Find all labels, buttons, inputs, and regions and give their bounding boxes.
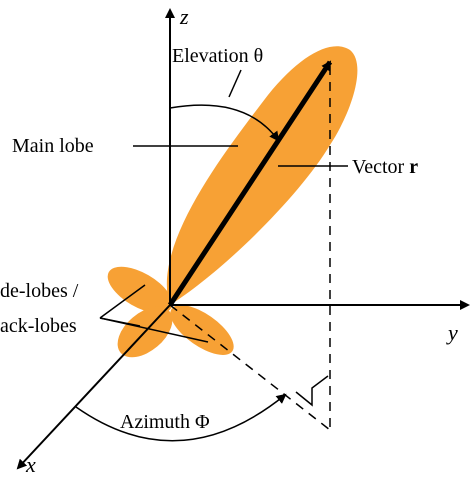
elevation-arc — [169, 104, 280, 142]
side-lobes-label-line1: de-lobes / — [0, 280, 79, 302]
vector-label-symbol: r — [409, 156, 418, 178]
right-angle-marker — [295, 375, 329, 407]
vector-label: Vector r — [352, 156, 418, 178]
axes — [16, 8, 470, 470]
azimuth-label: Azimuth Φ — [120, 411, 210, 433]
y-axis-label: y — [446, 320, 458, 345]
projection-lines — [169, 66, 331, 431]
vector-label-prefix: Vector — [352, 156, 409, 178]
elevation-leader — [228, 69, 242, 98]
side-lobes-label-line2: ack-lobes — [0, 315, 77, 337]
x-axis-label: x — [25, 452, 36, 477]
lobes — [107, 46, 358, 358]
side-lobe-leader-1 — [99, 284, 146, 319]
x-axis — [16, 304, 171, 470]
ground-projection — [169, 304, 331, 431]
side-lobe-left — [107, 266, 173, 314]
vector-r-arrow — [167, 60, 333, 307]
side-lobe-leader-3 — [99, 317, 209, 343]
main-lobe-label: Main lobe — [12, 135, 94, 157]
z-axis-label: z — [179, 4, 189, 29]
elevation-label: Elevation θ — [172, 45, 263, 67]
azimuth-arc — [75, 393, 287, 442]
